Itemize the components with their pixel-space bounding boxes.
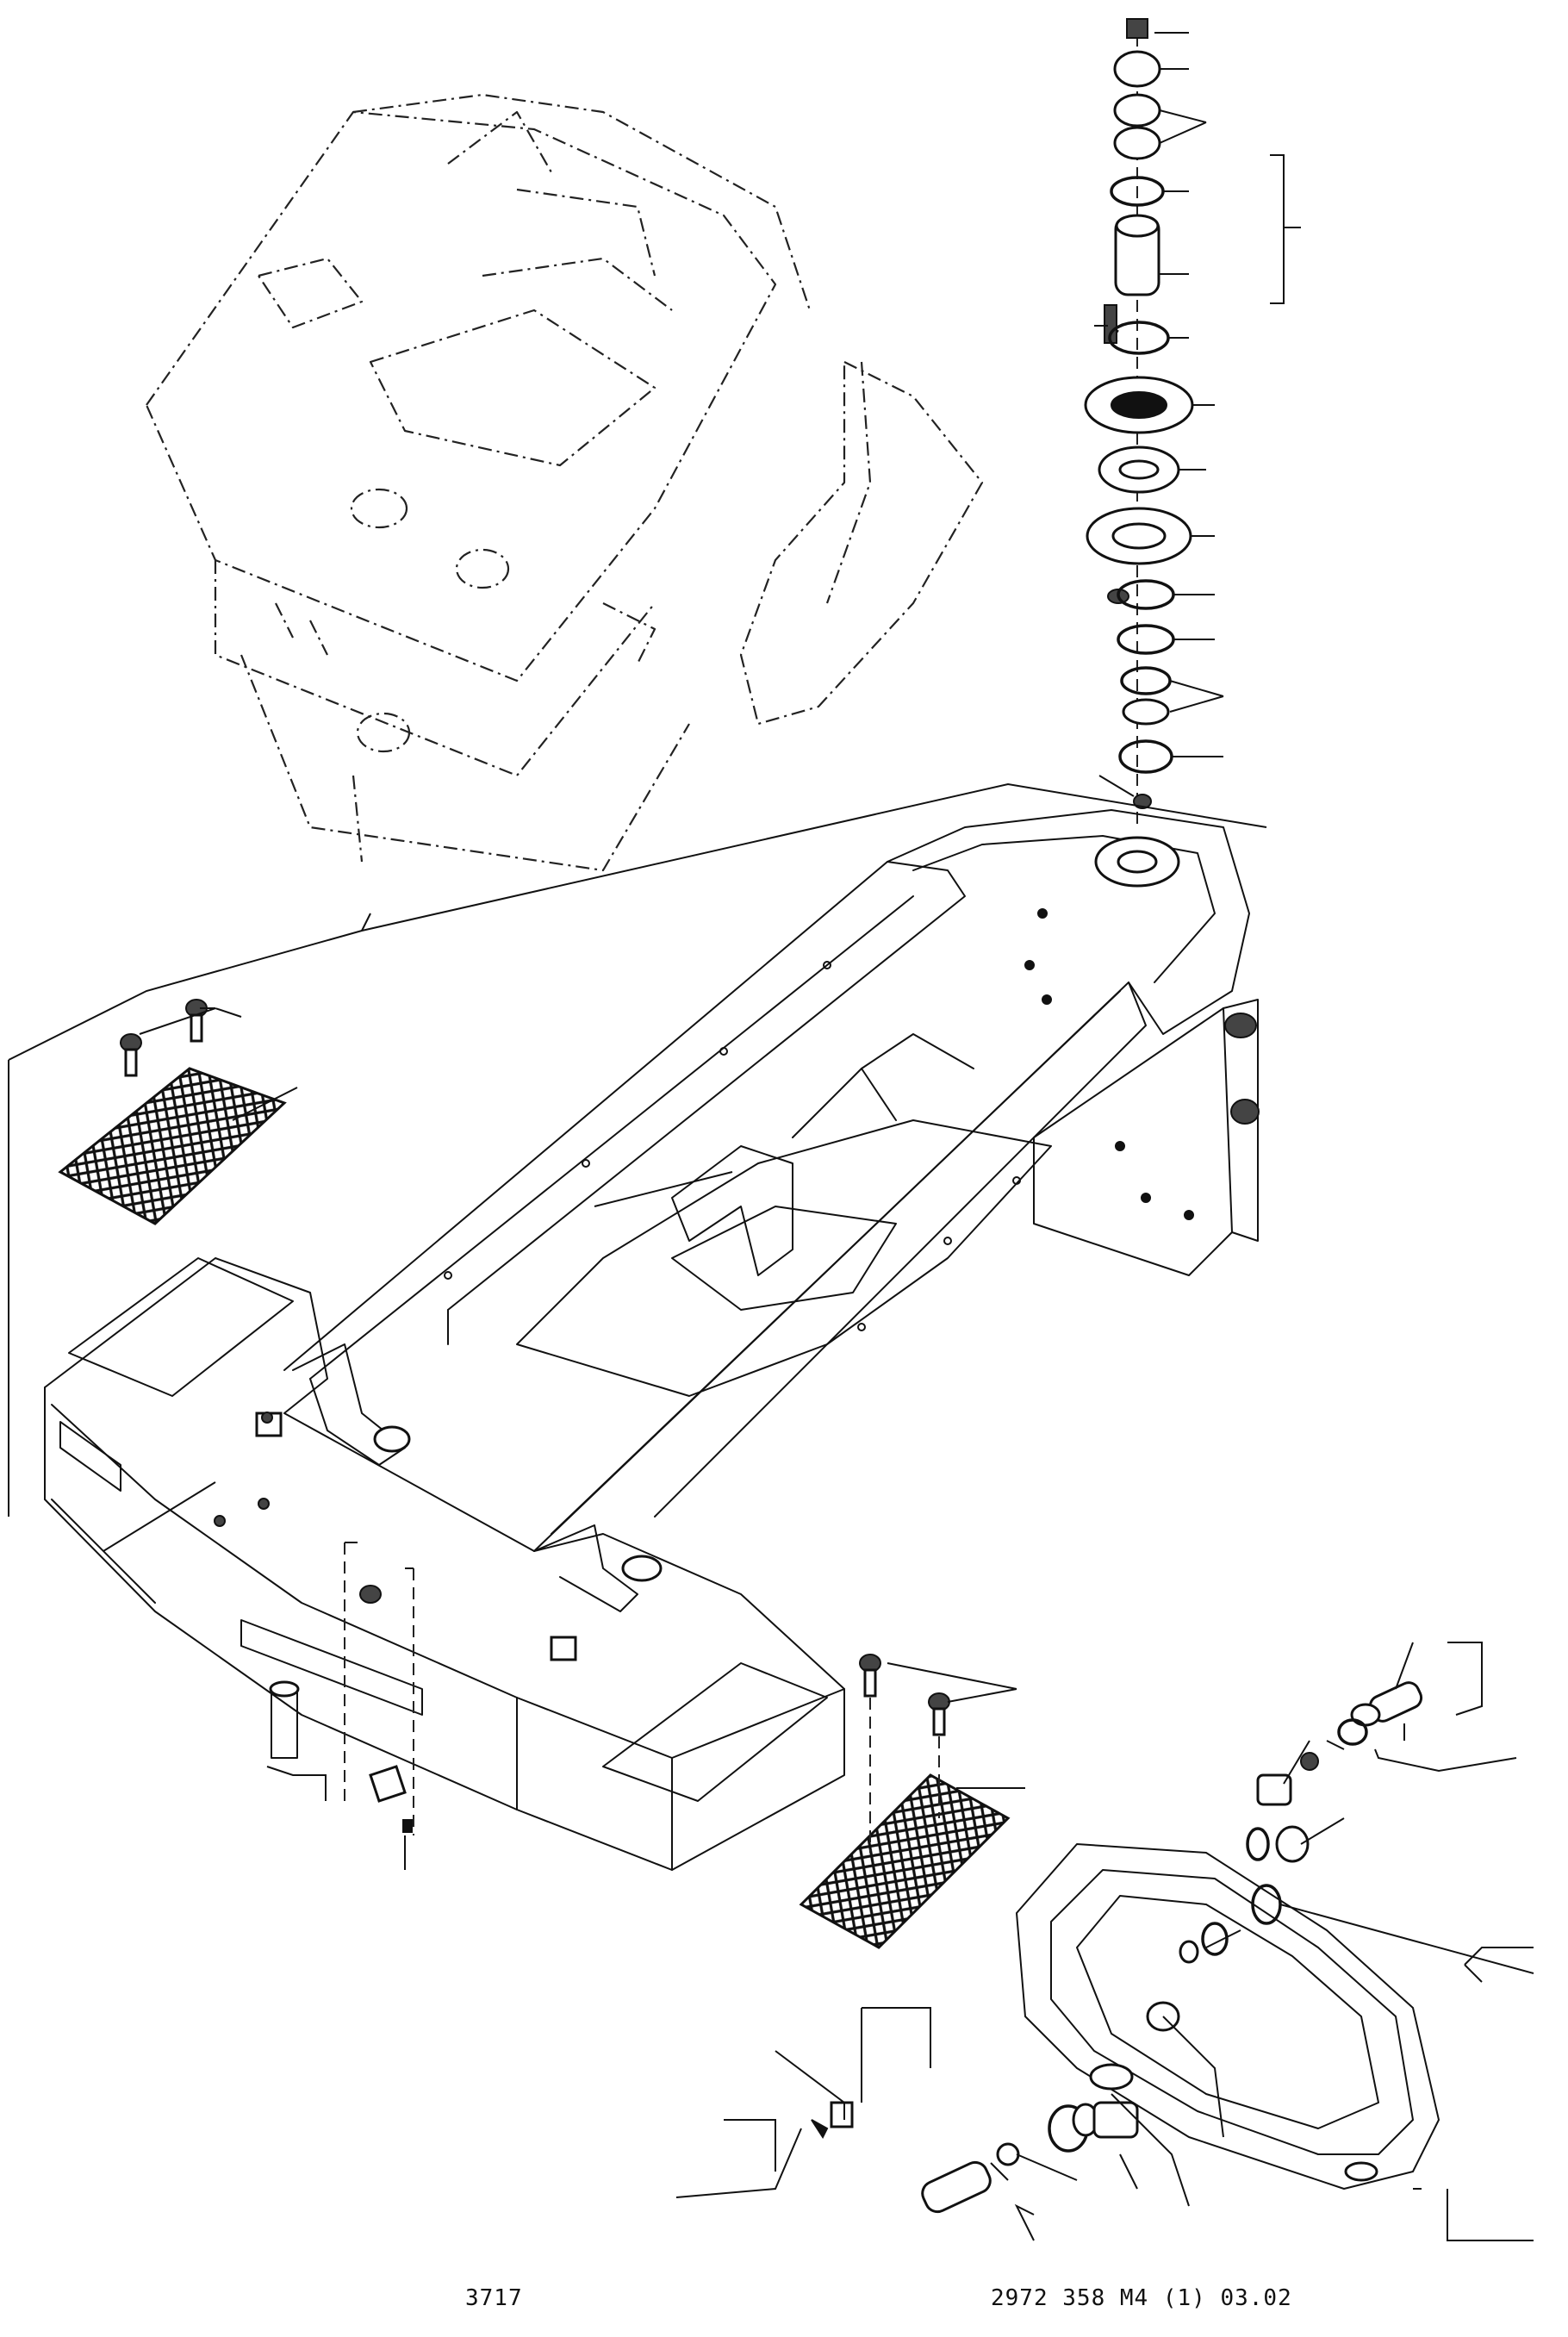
chassis-frame [44, 809, 1260, 1871]
loose-parts-front [103, 1171, 733, 1870]
step-plate-left [58, 999, 287, 1225]
assembly-boundary [8, 782, 1267, 1517]
ghost-upper-frame [145, 93, 984, 872]
oscillating-frame [1016, 1843, 1440, 2190]
step-plate-leaders [139, 1006, 1025, 1789]
stack-bolt-top [1126, 18, 1148, 39]
step-plate-right [799, 1654, 1011, 1949]
stack-leaders [1094, 32, 1301, 797]
oscillating-leaders [675, 1642, 1534, 2241]
pivot-stack-exploded [1084, 18, 1194, 827]
oscillating-pins [811, 1681, 1423, 2214]
drawing-reference-code: 2972 358 M4 (1) 03.02 [991, 2285, 1292, 2311]
figure-number: 3717 [465, 2285, 523, 2311]
